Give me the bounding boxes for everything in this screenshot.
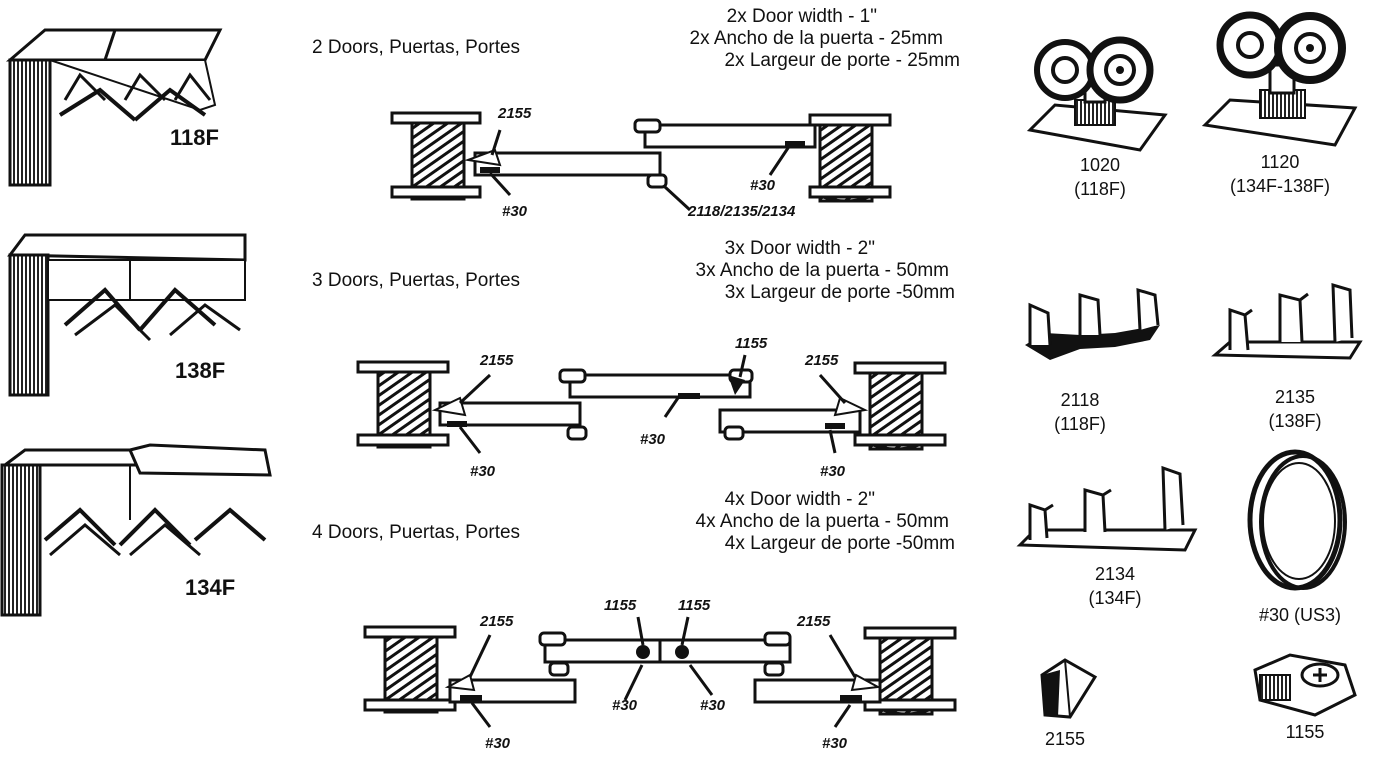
part-fit: (138F) (1268, 411, 1322, 431)
part-number: 1155 (1285, 722, 1325, 742)
track-118f-illustration (5, 28, 223, 187)
callout-ring-30: #30 (612, 697, 638, 714)
callout-ring-30: #30 (470, 463, 496, 480)
part-number: 1020 (1079, 155, 1121, 175)
part-guide-2135: 2135 (138F) (1210, 280, 1370, 440)
part-label: 2134 (134F) (1070, 562, 1160, 610)
track-138f-illustration (7, 233, 247, 397)
door-count-label: 2 Doors, Puertas, Portes (312, 37, 521, 58)
part-hanger-1020: 1020 (118F) (1020, 25, 1170, 215)
part-number: 2155 (1044, 729, 1086, 749)
part-hanger-1120: 1120 (134F-138F) (1200, 0, 1365, 210)
callout-2155: 2155 (498, 105, 532, 122)
callout-1155: 1155 (735, 335, 768, 352)
formula-line-fr: 4x Largeur de porte -50mm (724, 533, 955, 554)
part-ring-30: #30 (US3) (1225, 440, 1374, 640)
part-guide-2118: 2118 (118F) (1020, 285, 1170, 455)
callout-2155: 2155 (805, 352, 839, 369)
part-label: 1120 (134F-138F) (1220, 150, 1340, 198)
hanger-icon (1201, 11, 1358, 147)
formula-line-en: 4x Door width - 2" (724, 489, 875, 510)
door-count-label: 3 Doors, Puertas, Portes (312, 270, 521, 291)
guide-icon (1211, 282, 1363, 360)
track-138f: 138F (5, 230, 255, 410)
part-label: 1020 (118F) (1060, 153, 1140, 201)
formula-line-en: 3x Door width - 2" (724, 238, 875, 259)
part-number: 2118 (1060, 390, 1100, 410)
hanger-icon (1026, 36, 1168, 152)
callout-ring-30: #30 (820, 463, 846, 480)
formula-line-es: 3x Ancho de la puerta - 50mm (695, 260, 949, 281)
diagram-three-doors: 2155 1155 2155 #30 #30 #30 (350, 335, 970, 485)
diagram-two-doors-illustration (390, 111, 892, 212)
formula-line-fr: 3x Largeur de porte -50mm (724, 282, 955, 303)
guide-icon (1016, 465, 1198, 552)
callout-2155: 2155 (480, 613, 514, 630)
callout-1155: 1155 (678, 597, 711, 614)
part-bumper-1155: 1155 (1245, 640, 1365, 755)
guide-icon (1025, 287, 1160, 360)
callout-ring-30: #30 (502, 203, 528, 220)
part-fit: (118F) (1054, 414, 1106, 434)
track-model-label: 118F (170, 125, 219, 150)
diagram-four-doors-illustration (363, 616, 957, 728)
door-width-formula: 3x Door width - 2" 3x Ancho de la puerta… (600, 238, 955, 304)
part-label: 2118 (118F) (1040, 388, 1120, 436)
callout-ring-30: #30 (700, 697, 726, 714)
door-count-label: 4 Doors, Puertas, Portes (312, 522, 521, 543)
part-guide-2155: 2155 (1030, 655, 1130, 760)
part-fit: (134F-138F) (1229, 176, 1331, 196)
diagram-three-doors-illustration (356, 354, 947, 454)
part-number: 2134 (1094, 564, 1136, 584)
part-fit: (118F) (1074, 179, 1126, 199)
callout-2155: 2155 (480, 352, 514, 369)
part-number: #30 (US3) (1258, 605, 1342, 625)
track-134f-illustration (0, 443, 272, 617)
track-134f: 134F (0, 443, 275, 620)
callout-2155: 2155 (797, 613, 831, 630)
callout-ring-30: #30 (485, 735, 511, 752)
part-label: 2135 (138F) (1255, 385, 1335, 433)
part-label: 2155 (1030, 727, 1100, 751)
formula-line-en: 2x Door width - 1" (726, 6, 877, 27)
diagram-two-doors: 2155 #30 #30 2118/2135/2134 (380, 105, 940, 230)
track-model-label: 138F (175, 358, 226, 383)
part-label: 1155 (1265, 720, 1345, 744)
ring-icon (1247, 449, 1347, 591)
track-model-label: 134F (185, 575, 236, 600)
part-number: 2135 (1274, 387, 1316, 407)
callout-ring-30: #30 (750, 177, 776, 194)
part-guide-2134: 2134 (134F) (1015, 460, 1205, 620)
door-width-formula: 2x Door width - 1" 2x Ancho de la puerta… (600, 6, 960, 72)
callout-1155: 1155 (604, 597, 637, 614)
part-number: 1120 (1260, 152, 1300, 172)
callout-ring-30: #30 (822, 735, 848, 752)
bumper-icon (1253, 653, 1357, 717)
track-118f: 118F (5, 20, 255, 190)
wedge-guide-icon (1040, 658, 1098, 719)
door-width-formula: 4x Door width - 2" 4x Ancho de la puerta… (600, 489, 955, 555)
diagram-four-doors: 2155 1155 1155 2155 #30 #30 #30 #30 (360, 595, 970, 755)
formula-line-es: 4x Ancho de la puerta - 50mm (695, 511, 949, 532)
part-label: #30 (US3) (1225, 603, 1374, 627)
callout-ring-30: #30 (640, 431, 666, 448)
part-fit: (134F) (1088, 588, 1142, 608)
callout-2118-2135-2134: 2118/2135/2134 (688, 203, 796, 220)
formula-line-es: 2x Ancho de la puerta - 25mm (689, 28, 943, 49)
formula-line-fr: 2x Largeur de porte - 25mm (724, 50, 960, 71)
